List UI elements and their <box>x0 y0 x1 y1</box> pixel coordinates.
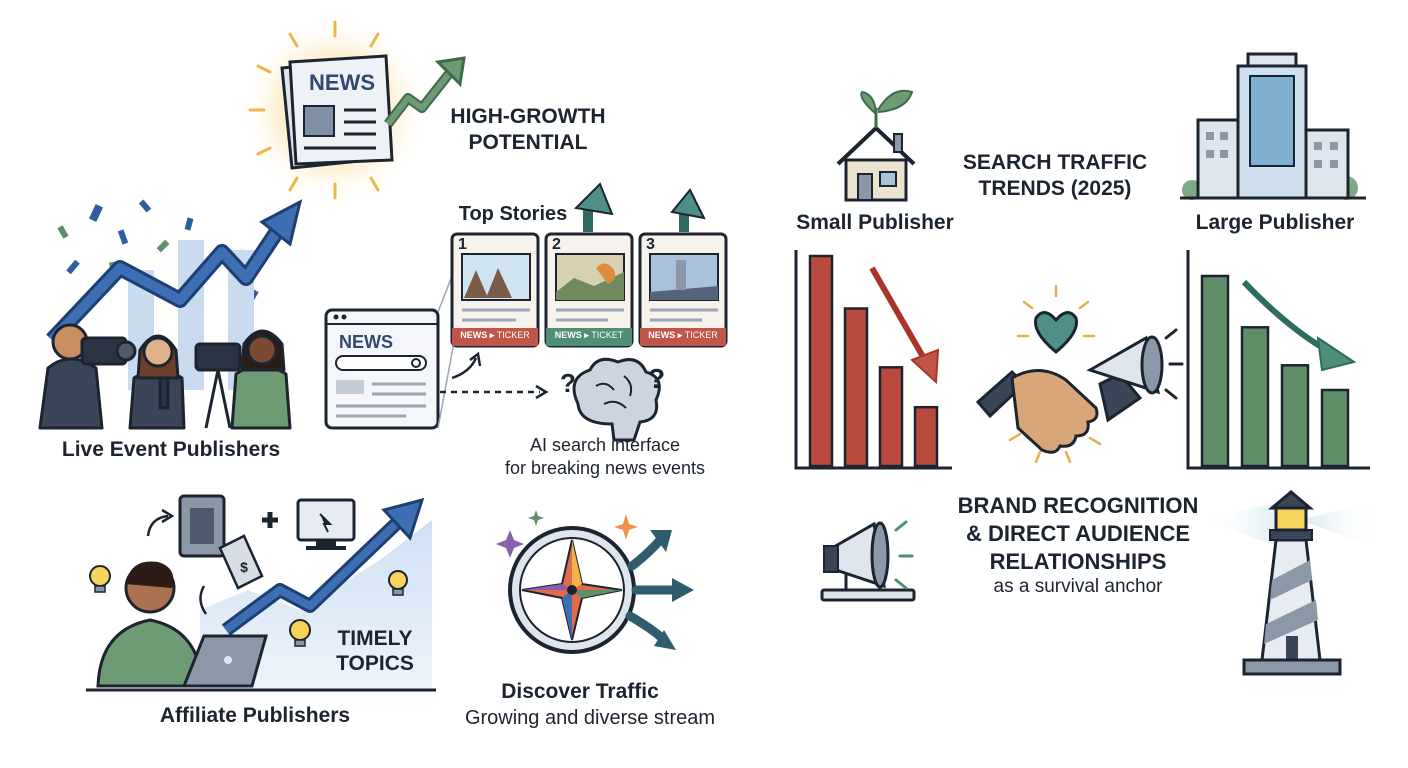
growth-news-paper-label: NEWS <box>309 70 375 95</box>
search-bar <box>335 355 427 371</box>
timely-line1: TIMELY <box>337 627 413 650</box>
svg-text:?: ? <box>648 363 665 394</box>
ticker-text: TICKET <box>591 330 624 340</box>
trends-title-line1: SEARCH TRAFFIC <box>962 151 1148 174</box>
discover-subtitle: Growing and diverse stream <box>464 707 716 729</box>
ticker-text: TICKER <box>684 330 718 340</box>
brand-subtitle: as a survival anchor <box>993 576 1163 597</box>
live-event-illustration <box>38 199 303 430</box>
lighthouse-icon <box>1200 490 1380 676</box>
search-window-news-label: NEWS <box>339 332 393 352</box>
discover-title: Discover Traffic <box>501 680 659 703</box>
megaphone-icon <box>820 520 916 602</box>
small-publisher-bar-1 <box>808 254 834 468</box>
story-card-3-number: 3 <box>646 236 655 253</box>
large-publisher-bar-4 <box>1320 388 1350 468</box>
top-stories-cards <box>450 182 728 348</box>
growth-news-icon: NEWS <box>240 15 466 205</box>
ai-search-line1: AI search interface <box>529 435 681 455</box>
search-icon <box>411 358 421 368</box>
story-card-3 <box>638 188 728 348</box>
discover-compass <box>496 510 694 654</box>
svg-text:?: ? <box>560 368 576 398</box>
small-publisher-label: Small Publisher <box>796 211 954 234</box>
ai-search-caption: AI search interface for breaking news ev… <box>470 434 740 480</box>
affiliate-illustration: $ <box>86 494 436 692</box>
large-publisher-label: Large Publisher <box>1195 211 1355 234</box>
affiliate-label: Affiliate Publishers <box>159 704 351 727</box>
story-card-1-ticker: NEWS ▸ TICKER <box>460 330 530 340</box>
house-icon <box>836 89 916 202</box>
buildings-icon <box>1180 52 1366 200</box>
timely-line2: TOPICS <box>336 652 414 675</box>
timely-topics-label: TIMELY TOPICS <box>330 626 420 676</box>
story-card-2-ticker: NEWS ▸ TICKET <box>554 330 624 340</box>
ticker-news: NEWS <box>554 330 582 340</box>
high-growth-line1: HIGH-GROWTH <box>450 105 606 128</box>
brand-line2: & DIRECT AUDIENCE <box>965 521 1191 546</box>
small-publisher-bar-2 <box>843 307 869 468</box>
story-card-2-number: 2 <box>552 236 561 253</box>
small-publisher-chart <box>794 250 952 470</box>
trends-title: SEARCH TRAFFIC TRENDS (2025) <box>950 150 1160 202</box>
handshake-icon <box>975 284 1184 464</box>
live-event-label: Live Event Publishers <box>61 438 281 461</box>
search-window: NEWS <box>324 275 549 430</box>
top-stories-title: Top Stories <box>458 203 568 225</box>
brand-title: BRAND RECOGNITION & DIRECT AUDIENCE RELA… <box>940 492 1216 576</box>
brand-line3: RELATIONSHIPS <box>989 549 1167 574</box>
brain-icon: ? ? <box>560 357 665 442</box>
high-growth-line2: POTENTIAL <box>468 131 588 154</box>
large-publisher-chart <box>1186 250 1370 470</box>
ticker-news: NEWS <box>648 330 676 340</box>
large-publisher-bar-1 <box>1200 274 1230 468</box>
large-publisher-bar-2 <box>1240 326 1270 468</box>
brand-line1: BRAND RECOGNITION <box>957 493 1199 518</box>
svg-text:$: $ <box>240 559 248 575</box>
story-card-2 <box>544 182 634 348</box>
story-card-1-number: 1 <box>458 236 467 253</box>
large-publisher-bar-3 <box>1280 364 1310 468</box>
trends-title-line2: TRENDS (2025) <box>978 177 1132 200</box>
high-growth-title: HIGH-GROWTH POTENTIAL <box>438 104 618 156</box>
small-publisher-bar-3 <box>878 366 904 468</box>
story-card-3-ticker: NEWS ▸ TICKER <box>648 330 718 340</box>
ai-search-line2: for breaking news events <box>504 458 706 478</box>
small-publisher-bar-4 <box>913 405 939 468</box>
ticker-news: NEWS <box>460 330 488 340</box>
story-card-1 <box>450 232 540 348</box>
ticker-text: TICKER <box>496 330 530 340</box>
